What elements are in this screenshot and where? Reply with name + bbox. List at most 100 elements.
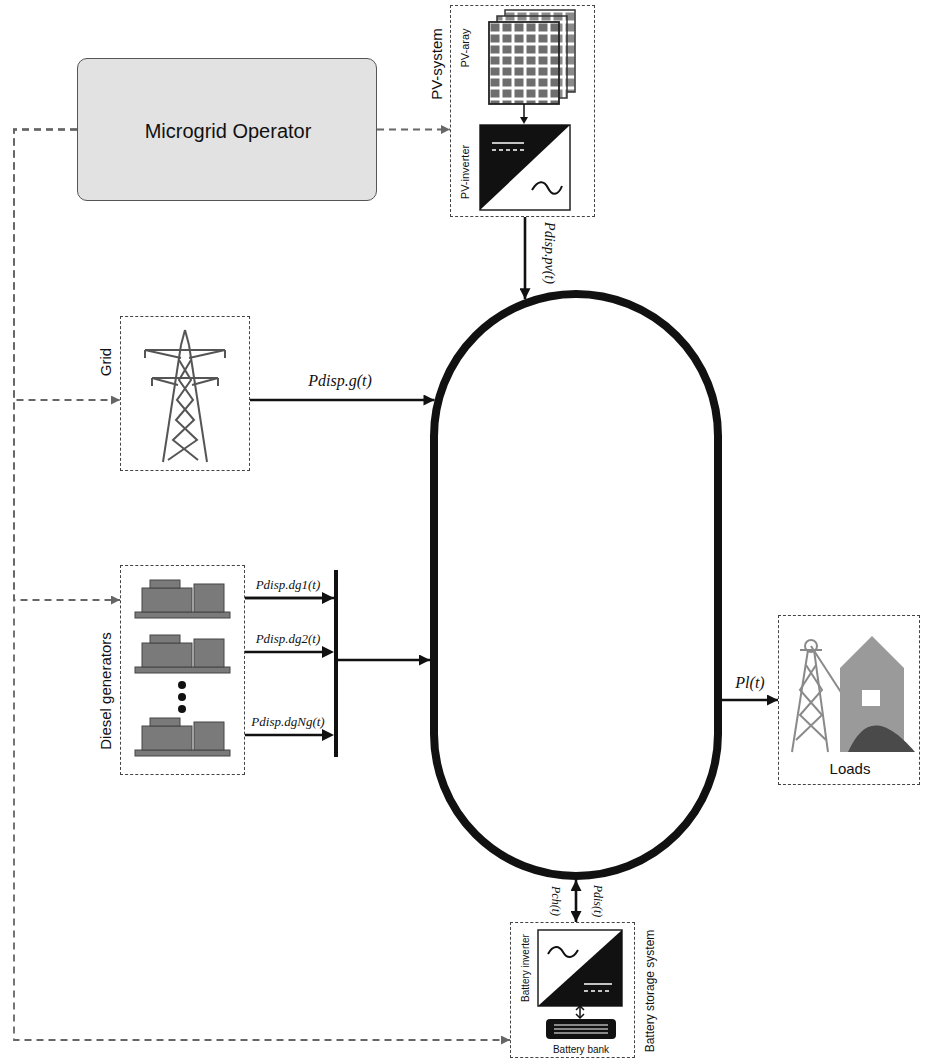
battery-inverter-symbol — [584, 990, 612, 992]
pv-inverter-symbol — [480, 125, 570, 210]
loads-icon — [792, 636, 915, 752]
battery-inverter-symbol — [579, 1006, 581, 1018]
power-flow — [524, 217, 527, 299]
diesel-generator-icons — [142, 726, 192, 750]
grid-tower-icon — [181, 330, 185, 345]
grid-tower-icon — [144, 350, 146, 358]
pv-inverter-symbol — [492, 142, 524, 144]
grid-tower-icon — [152, 378, 178, 385]
grid-tower-icon — [145, 330, 225, 462]
loads-box: Loads — [778, 615, 920, 785]
diesel-generator-icons — [178, 705, 186, 713]
node-title: Grid — [98, 348, 115, 376]
diesel-generator-icons — [150, 635, 180, 643]
signal-label: Pdisp.dgNg(t) — [251, 715, 324, 729]
bus-outline — [434, 294, 718, 876]
pv-array-icon — [489, 10, 575, 124]
part-label: PV-aray — [459, 28, 471, 67]
node-title: Loads — [830, 761, 871, 778]
battery-inverter-symbol — [548, 947, 578, 957]
grid-box: Grid — [120, 316, 250, 471]
control-link — [377, 129, 450, 131]
battery-bank-icon — [546, 1019, 616, 1039]
grid-tower-icon — [145, 350, 181, 358]
control-link — [14, 130, 510, 1041]
pv-inverter-symbol — [532, 182, 562, 194]
diesel-generator-icons — [135, 612, 230, 618]
diesel-generator-icons — [194, 639, 224, 667]
pv-array-icon — [520, 117, 528, 124]
battery-bank-icon — [554, 1032, 608, 1033]
diesel-generator-icons — [150, 718, 180, 726]
diesel-generator-icons — [142, 643, 192, 667]
battery-inverter-symbol — [538, 930, 622, 1006]
node-title: PV-system — [429, 28, 446, 100]
pv-system-box: PV-systemPV-arayPV-inverter — [450, 5, 595, 217]
loads-icon — [792, 640, 846, 752]
signal-label: Pch(t) — [548, 886, 561, 916]
loads-icon — [800, 665, 826, 740]
pv-array-icon — [489, 22, 559, 104]
grid-tower-icon — [185, 330, 189, 345]
power-flow — [575, 880, 578, 922]
power-flow — [722, 699, 778, 702]
pv-inverter-symbol — [480, 125, 570, 210]
pv-inverter-symbol — [480, 125, 570, 210]
loads-icon — [796, 665, 822, 740]
pv-inverter-symbol — [492, 149, 524, 151]
control-link — [14, 130, 120, 601]
node-title: Diesel generators — [98, 632, 115, 750]
battery-bank-icon — [554, 1028, 608, 1029]
diesel-generator-icons — [135, 580, 230, 756]
grid-tower-icon — [189, 350, 225, 358]
grid-tower-icon — [224, 350, 226, 358]
control-link — [14, 130, 120, 401]
grid-tower-icon — [151, 378, 153, 386]
flow-label: Pdisp.pv(t) — [541, 220, 556, 286]
flow-label: Pdisp.g(t) — [306, 372, 374, 390]
operator-box: Microgrid Operator — [77, 58, 377, 201]
loads-icon — [862, 690, 880, 706]
grid-tower-icon — [145, 349, 225, 351]
diesel-generator-icons — [150, 580, 180, 588]
generator-feeders — [322, 729, 334, 741]
diesel-box: Diesel generators — [120, 565, 245, 775]
power-flow — [250, 399, 435, 402]
battery-inverter-symbol — [584, 983, 612, 985]
part-label: PV-inverter — [459, 145, 471, 199]
grid-tower-icon — [192, 378, 218, 385]
grid-tower-icon — [217, 378, 219, 386]
diesel-generator-icons — [194, 722, 224, 750]
grid-tower-icon — [168, 360, 197, 460]
loads-icon — [848, 726, 915, 752]
generator-feeders — [245, 734, 330, 737]
loads-icon — [800, 649, 822, 651]
flow-label: Pl(t) — [733, 674, 766, 692]
diesel-generator-icons — [135, 667, 230, 673]
battery-inverter-symbol — [538, 930, 622, 1006]
power-flow — [245, 598, 430, 660]
battery-inverter-symbol — [576, 1006, 584, 1018]
diesel-generator-icons — [135, 750, 230, 756]
signal-label: Pdisp.dg2(t) — [256, 632, 321, 646]
generator-feeders — [322, 646, 334, 658]
battery-bank-icon — [554, 1024, 608, 1025]
battery-box: Battery storage systemBattery inverterBa… — [510, 922, 635, 1058]
bus-outline — [430, 290, 722, 880]
ac-bus — [430, 290, 722, 880]
grid-tower-icon — [152, 377, 218, 379]
part-label: Battery bank — [553, 1044, 609, 1055]
diesel-generator-icons — [142, 588, 192, 612]
signal-label: Pdisp.dg1(t) — [256, 578, 321, 592]
battery-inverter-symbol — [538, 930, 622, 1018]
node-title: Microgrid Operator — [145, 120, 312, 142]
diesel-generator-icons — [178, 693, 186, 701]
flow-label: Pdis(t) — [590, 883, 603, 920]
battery-bank-icon — [546, 1019, 616, 1039]
part-label: Battery inverter — [520, 934, 531, 1002]
diesel-generator-icons — [194, 584, 224, 612]
node-title: Battery storage system — [644, 930, 657, 1053]
